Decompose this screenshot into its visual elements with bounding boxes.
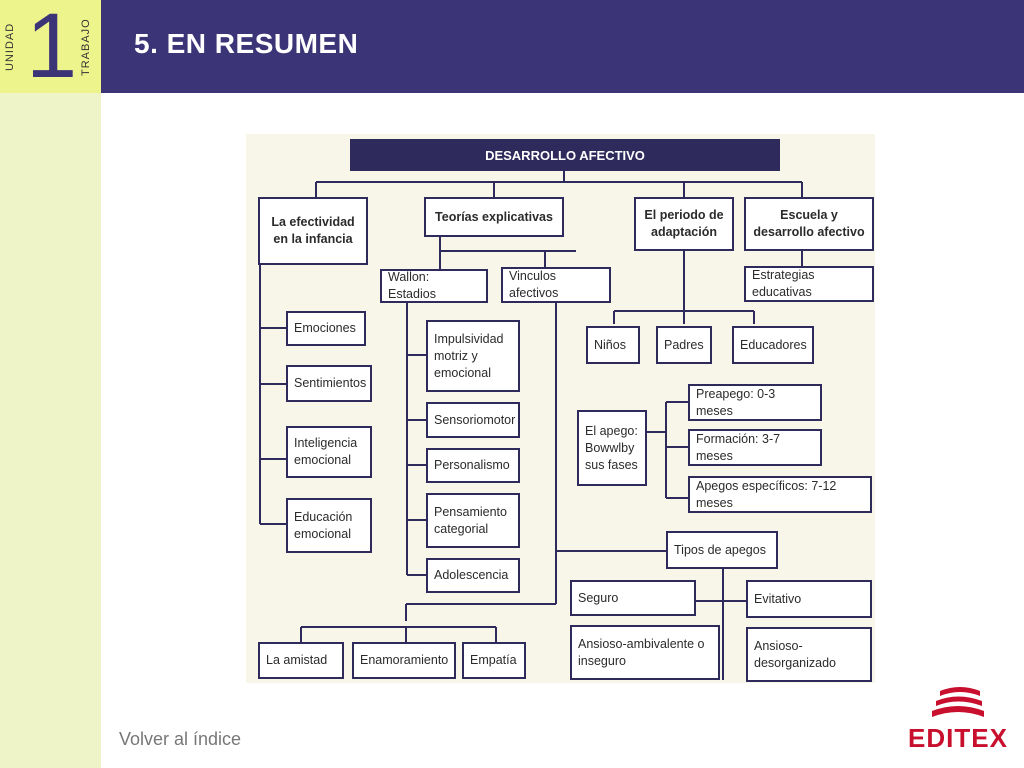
- branch-teorias: Teorías explicativas: [424, 197, 564, 237]
- unit-number: 1: [26, 0, 78, 97]
- sidebar: [0, 0, 101, 768]
- relacion-node: Enamoramiento: [352, 642, 456, 679]
- apego-node: El apego: Bowwlby sus fases: [577, 410, 647, 486]
- unit-type-label: TRABAJO: [80, 18, 92, 76]
- apego-fase: Apegos específicos: 7-12 meses: [688, 476, 872, 513]
- unit-label: UNIDAD: [4, 22, 16, 72]
- logo-books-icon: [932, 687, 984, 717]
- estrategias-node: Estrategias educativas: [744, 266, 874, 302]
- periodo-item: Niños: [586, 326, 640, 364]
- wallon-node: Wallon: Estadios: [380, 269, 488, 303]
- back-to-index-link[interactable]: Volver al índice: [119, 729, 242, 749]
- tipo-apego: Ansioso-desorganizado: [746, 627, 872, 682]
- branch-periodo: El periodo de adaptación: [634, 197, 734, 251]
- apego-fase: Preapego: 0-3 meses: [688, 384, 822, 421]
- header-bar: [101, 0, 1024, 93]
- periodo-item: Educadores: [732, 326, 814, 364]
- wallon-stage: Personalismo: [426, 448, 520, 483]
- efectividad-item: Educación emocional: [286, 498, 372, 553]
- tipos-node: Tipos de apegos: [666, 531, 778, 569]
- periodo-item: Padres: [656, 326, 712, 364]
- vinculos-node: Vinculos afectivos: [501, 267, 611, 303]
- efectividad-item: Emociones: [286, 311, 366, 346]
- relacion-node: Empatía: [462, 642, 526, 679]
- tipo-apego: Seguro: [570, 580, 696, 616]
- root-node: DESARROLLO AFECTIVO: [350, 139, 780, 171]
- wallon-stage: Sensoriomotor: [426, 402, 520, 438]
- efectividad-item: Inteligencia emocional: [286, 426, 372, 478]
- efectividad-item: Sentimientos: [286, 365, 372, 402]
- page-title: 5. EN RESUMEN: [134, 28, 359, 59]
- branch-efectividad: La efectividad en la infancia: [258, 197, 368, 265]
- tipo-apego: Ansioso-ambivalente o inseguro: [570, 625, 720, 680]
- wallon-stage: Pensamiento categorial: [426, 493, 520, 548]
- tipo-apego: Evitativo: [746, 580, 872, 618]
- wallon-stage: Adolescencia: [426, 558, 520, 593]
- concept-map: DESARROLLO AFECTIVO La efectividad en la…: [246, 134, 875, 683]
- apego-fase: Formación: 3-7 meses: [688, 429, 822, 466]
- editex-logo: EDITEX: [900, 683, 1016, 755]
- branch-escuela: Escuela y desarrollo afectivo: [744, 197, 874, 251]
- relacion-node: La amistad: [258, 642, 344, 679]
- logo-text: EDITEX: [908, 723, 1008, 753]
- wallon-stage: Impulsividad motriz y emocional: [426, 320, 520, 392]
- unit-badge: UNIDAD 1 TRABAJO: [0, 0, 101, 97]
- connector-lines: [259, 171, 803, 680]
